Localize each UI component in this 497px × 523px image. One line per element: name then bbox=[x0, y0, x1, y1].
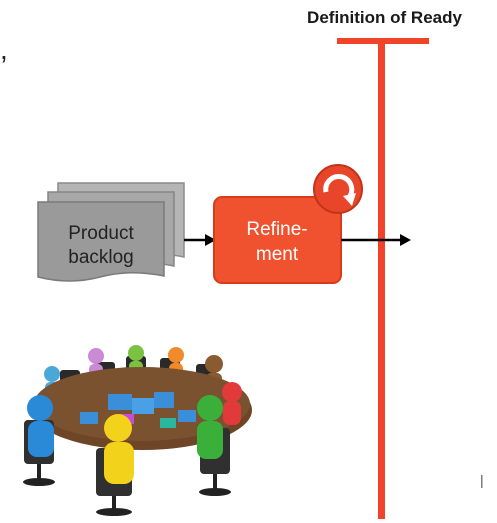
arrow-refinement-out bbox=[341, 234, 411, 246]
arrow-backlog-to-refinement bbox=[184, 234, 216, 246]
product-backlog-label-line1: Product bbox=[68, 223, 134, 244]
team-meeting-illustration bbox=[23, 345, 252, 516]
product-backlog-label-line2: backlog bbox=[68, 247, 134, 268]
refinement-label-line2: ment bbox=[256, 244, 299, 265]
refresh-loop-icon bbox=[313, 164, 363, 214]
refinement-label-line1: Refine- bbox=[246, 219, 307, 240]
definition-of-ready-title: Definition of Ready bbox=[307, 8, 462, 27]
document-stack-icon: Product backlog bbox=[37, 182, 185, 282]
definition-of-ready-gate bbox=[337, 38, 429, 519]
refinement-box: Refine- ment bbox=[213, 196, 342, 284]
page-number-mark: | bbox=[480, 472, 484, 488]
stray-comma-mark: , bbox=[0, 34, 8, 65]
